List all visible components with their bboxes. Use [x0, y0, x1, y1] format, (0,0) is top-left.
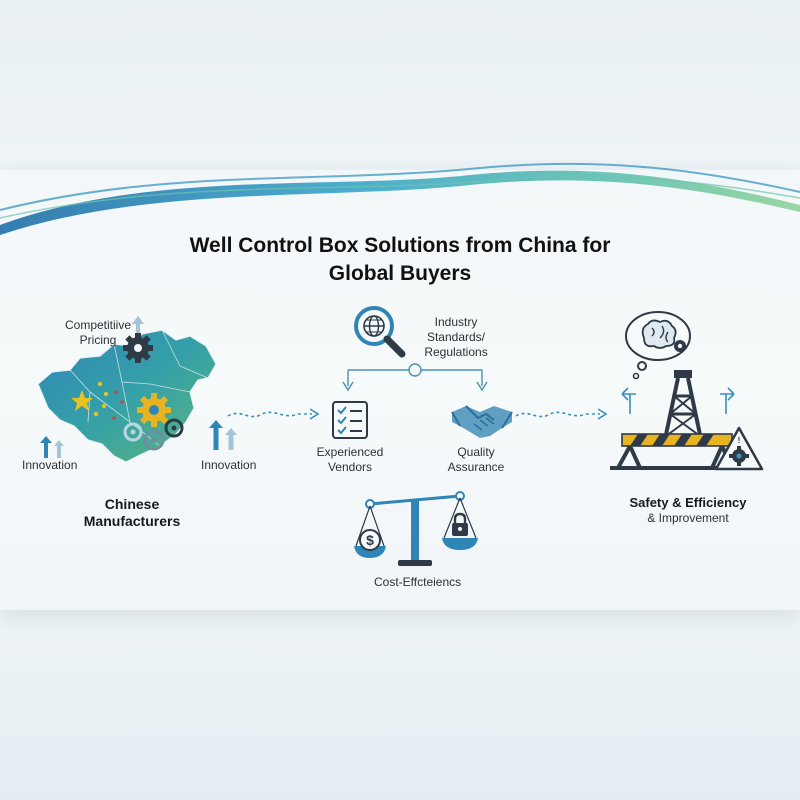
- oil-derrick-icon: [610, 370, 742, 470]
- title-line-2: Global Buyers: [328, 262, 472, 285]
- gear-icon: [123, 422, 143, 442]
- up-arrow-icon: [209, 420, 237, 450]
- page-title: Well Control Box Solutions from China fo…: [130, 232, 670, 288]
- safety-label-line-1: Safety & Efficiency: [629, 495, 747, 510]
- magnifier-globe-icon: [354, 306, 406, 358]
- warning-gear-icon: !: [714, 426, 764, 471]
- cost-label: Cost-Effcteiencs: [374, 575, 462, 589]
- pricing-gear-icon: [123, 316, 153, 363]
- dotted-connector-left: [227, 408, 320, 420]
- safety-label: Safety & Efficiency & Improvement: [608, 494, 768, 526]
- svg-text:!: !: [738, 436, 741, 445]
- standards-connector: [342, 363, 488, 392]
- map-china-icon: [37, 329, 217, 463]
- up-arrow-icon: [40, 436, 64, 458]
- vendors-label: Experienced Vendors: [316, 445, 384, 474]
- balance-scale-icon: [354, 491, 478, 566]
- innovation-right-label: Innovation: [201, 458, 257, 472]
- quality-label: Quality Assurance: [447, 445, 505, 474]
- chinese-manufacturers-label: Chinese Manufacturers: [83, 496, 181, 529]
- gear-icon: [137, 393, 171, 427]
- lock-icon: [452, 512, 468, 536]
- dollar-icon: $: [359, 529, 381, 551]
- standards-label: Industry Standards/ Regulations: [424, 315, 488, 359]
- flag-star-icon: [71, 390, 93, 411]
- safety-label-line-2: & Improvement: [647, 511, 729, 525]
- handshake-icon: [451, 405, 513, 438]
- brain-thought-icon: [625, 311, 691, 380]
- gear-icon: [164, 418, 184, 438]
- checklist-icon: [332, 401, 368, 439]
- dotted-connector-right: [515, 408, 608, 420]
- decorative-wave: [0, 162, 800, 235]
- innovation-left-label: Innovation: [22, 458, 78, 472]
- svg-text:$: $: [366, 532, 374, 548]
- pricing-label: Competitiive Pricing: [64, 318, 132, 347]
- title-line-1: Well Control Box Solutions from China fo…: [189, 234, 611, 257]
- gear-icon: [143, 429, 165, 451]
